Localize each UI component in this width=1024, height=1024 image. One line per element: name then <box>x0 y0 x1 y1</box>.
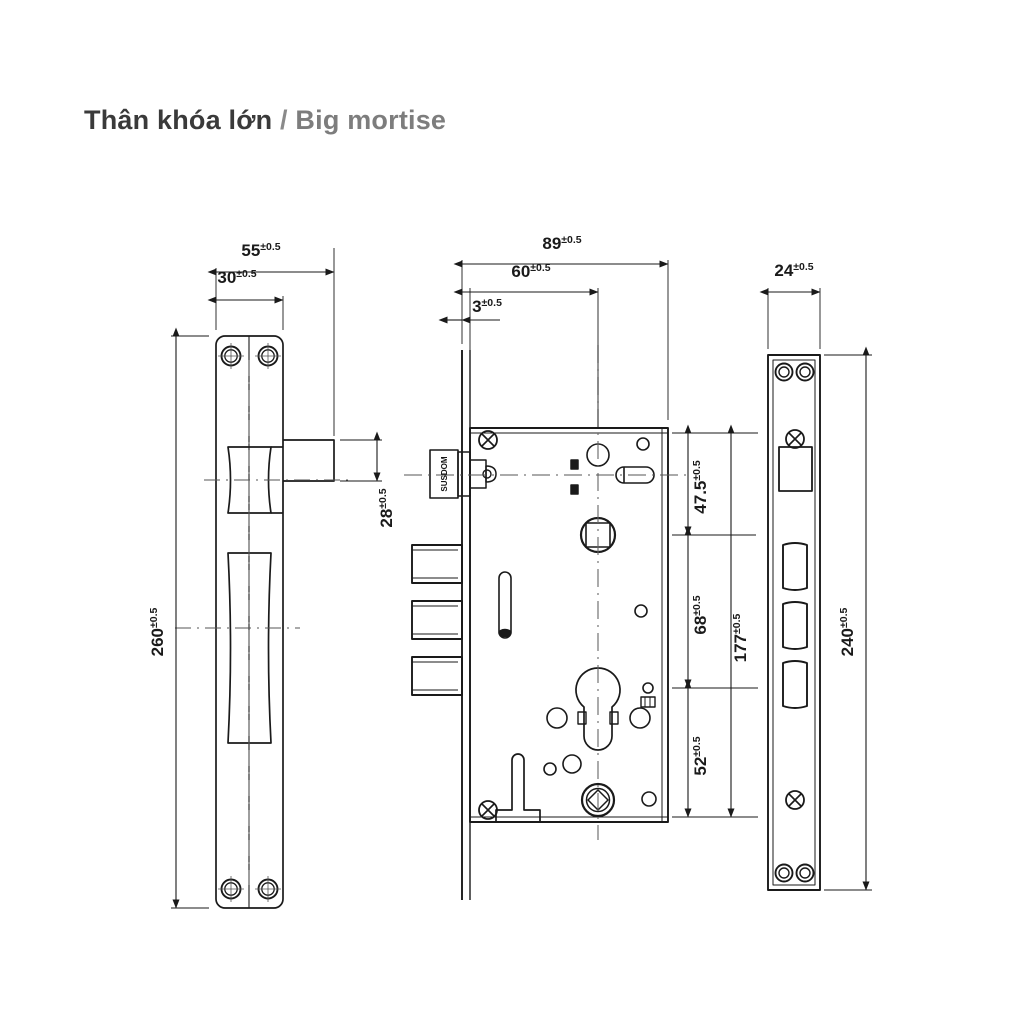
edge-screw-lower <box>785 790 805 810</box>
screw-hole-top-left <box>218 343 244 369</box>
deadbolt-slot-left-view <box>227 552 272 744</box>
right-view-group <box>759 288 872 891</box>
latch-bolt-pin <box>482 469 492 479</box>
deadbolt-2 <box>411 600 463 640</box>
dim-text-3: 3±0.5 <box>472 297 502 316</box>
page-title-english: Big mortise <box>295 105 447 135</box>
striped-feature <box>640 696 656 708</box>
dim-text-60: 60±0.5 <box>511 262 550 281</box>
page-title-separator: / <box>280 105 288 135</box>
dim-text-89: 89±0.5 <box>542 234 581 253</box>
faceplate-outline <box>215 335 284 909</box>
page-title-vietnamese: Thân khóa lớn <box>84 105 273 135</box>
bolt-opening-2 <box>782 601 808 650</box>
dim-text-52: 52±0.5 <box>691 736 710 775</box>
dim-text-30: 30±0.5 <box>217 268 256 287</box>
deadbolt-3 <box>411 656 463 696</box>
screw-hole-top-right <box>255 343 281 369</box>
case-screw-top <box>478 430 498 450</box>
latch-bolt-neck <box>457 451 471 497</box>
edge-plate-inner <box>772 359 816 886</box>
euro-cylinder-hole <box>575 667 621 751</box>
latch-opening <box>778 446 813 492</box>
dim-text-47-5: 47.5±0.5 <box>691 460 710 514</box>
screw-hole-bottom-left <box>218 876 244 902</box>
screw-hole-bottom-right <box>255 876 281 902</box>
slot-feature-upper <box>570 459 579 470</box>
thin-slot-end <box>498 628 512 638</box>
hole-right-mid <box>629 707 651 729</box>
deadbolt-1 <box>411 544 463 584</box>
dim-text-240: 240±0.5 <box>838 607 857 656</box>
page-title: Thân khóa lớn / Big mortise <box>84 105 446 136</box>
latch-bolt-left-view <box>227 439 335 514</box>
dim-text-260: 260±0.5 <box>148 607 167 656</box>
edge-plate-outline <box>767 354 821 891</box>
latch-bolt-body <box>469 459 487 489</box>
bottom-t-element <box>495 753 541 823</box>
round-hole-top-right <box>636 437 650 451</box>
brand-label-text: SUSDOM <box>440 456 449 491</box>
hole-bottom-right <box>641 791 657 807</box>
edge-screw-hole-bottom-right <box>795 863 815 883</box>
dim-text-28: 28±0.5 <box>377 488 396 527</box>
dim-text-177: 177±0.5 <box>731 613 750 662</box>
center-view-group <box>404 260 758 900</box>
bolt-opening-1 <box>782 542 808 591</box>
edge-screw-hole-top-right <box>795 362 815 382</box>
hole-left-mid <box>546 707 568 729</box>
mortise-case-outline <box>469 427 669 823</box>
dim-text-24: 24±0.5 <box>774 261 813 280</box>
latch-bolt-tip <box>485 465 497 483</box>
bolt-opening-3 <box>782 660 808 709</box>
hole-bottom-left <box>562 754 582 774</box>
oval-slot <box>615 466 655 484</box>
hole-cylinder-side <box>642 682 654 694</box>
edge-screw-upper <box>785 429 805 449</box>
edge-screw-hole-bottom-left <box>774 863 794 883</box>
case-screw-bottom <box>478 800 498 820</box>
left-view-group <box>171 248 382 909</box>
dim-text-55: 55±0.5 <box>241 241 280 260</box>
slot-feature-lower <box>570 484 579 495</box>
spindle-hole-diamond <box>580 782 616 818</box>
dim-text-68: 68±0.5 <box>691 595 710 634</box>
hole-right-upper <box>634 604 648 618</box>
edge-screw-hole-top-left <box>774 362 794 382</box>
thin-vertical-slot <box>498 571 512 639</box>
hole-left-low <box>543 762 557 776</box>
